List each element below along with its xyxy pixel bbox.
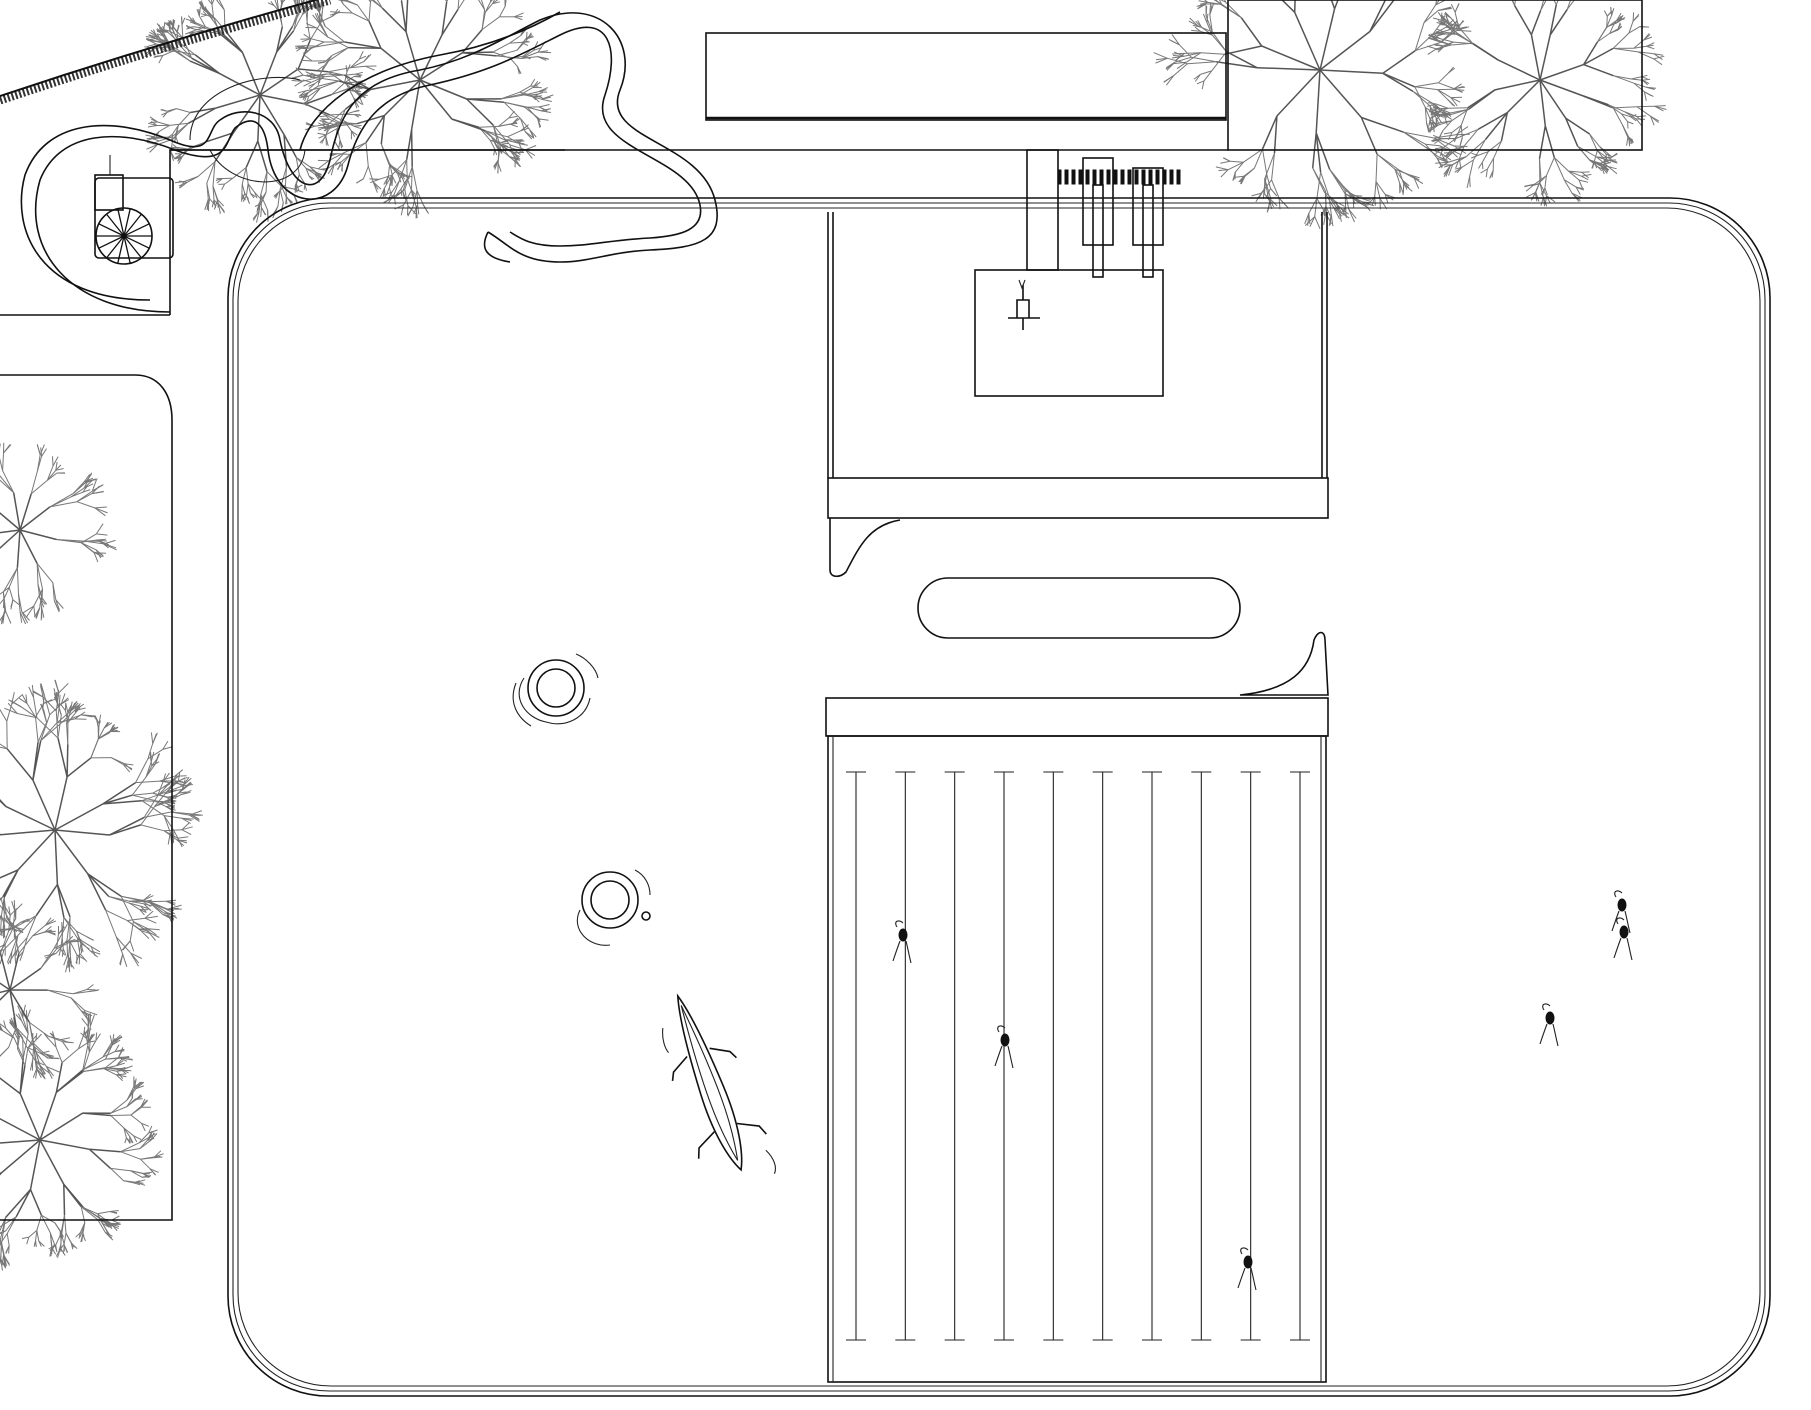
lap-lane-line <box>1290 771 1310 1341</box>
tree-canopy <box>0 679 203 973</box>
lap-lane-line <box>846 771 866 1341</box>
lap-pool <box>825 697 1329 1383</box>
gate-bar <box>1106 169 1111 185</box>
gate-bar <box>1162 169 1167 185</box>
tree-canopy <box>0 1004 164 1271</box>
tree-canopy <box>1153 0 1472 230</box>
stair-tread <box>98 235 125 249</box>
gate-bar <box>1078 169 1083 185</box>
tree-canopy <box>291 0 554 219</box>
stair-tread <box>123 213 142 237</box>
pool-float-crocodile <box>662 993 777 1174</box>
stair-tread <box>106 213 125 237</box>
gate-bar <box>1120 169 1125 185</box>
tree-canopy <box>0 442 117 625</box>
spiral-staircase <box>94 155 174 265</box>
entrance-gate <box>974 149 1181 397</box>
stair-tread <box>117 235 125 264</box>
gate-bar <box>1148 169 1153 185</box>
shallow-area <box>827 212 1329 696</box>
pool-float-ring-1 <box>512 653 599 727</box>
gate-bar <box>1064 169 1069 185</box>
stair-tread <box>98 223 125 237</box>
lap-lane-line <box>1142 771 1162 1341</box>
gate-bar <box>1134 169 1139 185</box>
lap-lane-line <box>994 771 1014 1341</box>
top-building <box>170 0 1643 151</box>
lap-lane-line <box>1240 771 1261 1341</box>
lap-lane-line <box>944 771 965 1341</box>
lap-lane-line <box>1092 771 1113 1341</box>
swimmer-figure <box>1539 1003 1559 1047</box>
tree-canopy <box>0 897 100 1080</box>
tree-canopy <box>144 0 377 223</box>
swimmer-figure <box>1611 890 1631 934</box>
swimmer-figure <box>1237 1247 1257 1291</box>
lap-lane-line <box>1043 771 1064 1341</box>
winding-path <box>0 11 718 316</box>
gate-bar <box>1057 169 1062 185</box>
tree-canopy <box>1426 0 1667 207</box>
gate-bar <box>1092 169 1097 185</box>
swimmer-figure <box>994 1025 1014 1069</box>
gate-bar <box>1169 169 1174 185</box>
lap-lane-line <box>1191 771 1212 1341</box>
stair-tread <box>123 223 150 237</box>
gate-bar <box>1099 169 1104 185</box>
stair-tread <box>123 235 131 264</box>
stair-tread <box>123 208 131 237</box>
gate-bar <box>1141 169 1146 185</box>
stair-tread <box>123 235 142 259</box>
swimmer-figure <box>892 920 912 964</box>
tree-canopies <box>0 0 1667 1271</box>
gate-bar <box>1127 169 1132 185</box>
pool-float-ring-2 <box>576 869 651 946</box>
stair-tread <box>123 235 150 249</box>
stair-tread <box>117 208 125 237</box>
stair-tread <box>106 235 125 259</box>
lap-lane-line <box>895 771 916 1341</box>
gate-bar <box>1113 169 1118 185</box>
swimmer-figure <box>1613 917 1633 961</box>
gate-bar <box>1176 169 1181 185</box>
gate-bar <box>1085 169 1090 185</box>
gate-bar <box>1155 169 1160 185</box>
pool-deck-outline <box>227 197 1771 1397</box>
left-lawn-area <box>0 374 173 1221</box>
gravel-hedge <box>0 0 332 105</box>
gate-bar <box>1071 169 1076 185</box>
